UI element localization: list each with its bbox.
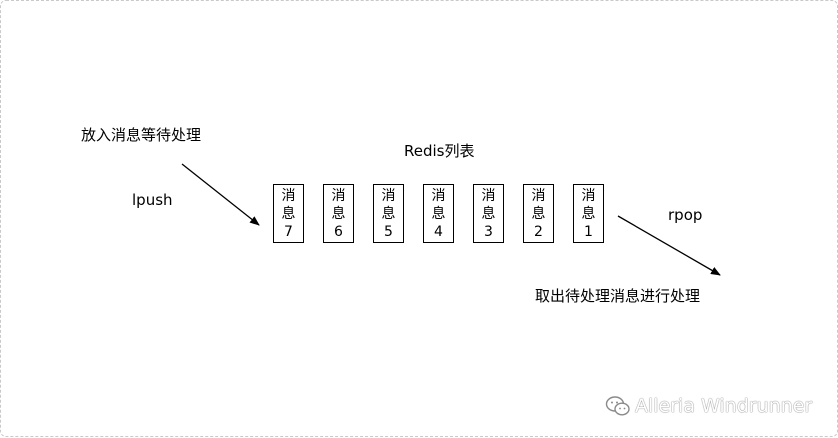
message-char: 息 xyxy=(281,205,296,222)
lpush-arrow xyxy=(181,163,260,226)
rpop-arrow xyxy=(617,215,721,276)
message-char: 消 xyxy=(331,187,346,204)
lpush-label: lpush xyxy=(132,191,173,209)
wechat-icon xyxy=(605,396,630,416)
watermark: Alleria Windrunner xyxy=(605,395,812,417)
message-char: 消 xyxy=(581,187,596,204)
list-title: Redis列表 xyxy=(404,142,475,160)
rpop-label: rpop xyxy=(668,206,703,224)
message-char: 息 xyxy=(381,205,396,222)
watermark-text: Alleria Windrunner xyxy=(635,395,813,417)
message-char: 消 xyxy=(281,187,296,204)
message-char: 消 xyxy=(381,187,396,204)
message-char: 息 xyxy=(531,205,546,222)
message-char: 息 xyxy=(481,205,496,222)
message-char: 消 xyxy=(531,187,546,204)
message-char: 息 xyxy=(331,205,346,222)
message-char: 息 xyxy=(581,205,596,222)
message-char: 消 xyxy=(431,187,446,204)
enqueue-label: 放入消息等待处理 xyxy=(81,126,202,144)
message-number: 4 xyxy=(434,223,443,240)
message-number: 7 xyxy=(284,223,293,240)
message-char: 息 xyxy=(431,205,446,222)
dequeue-label: 取出待处理消息进行处理 xyxy=(535,287,701,305)
message-char: 消 xyxy=(481,187,496,204)
message-number: 3 xyxy=(484,223,493,240)
message-number: 6 xyxy=(334,223,343,240)
message-number: 1 xyxy=(584,223,593,240)
message-number: 5 xyxy=(384,223,393,240)
message-number: 2 xyxy=(534,223,543,240)
